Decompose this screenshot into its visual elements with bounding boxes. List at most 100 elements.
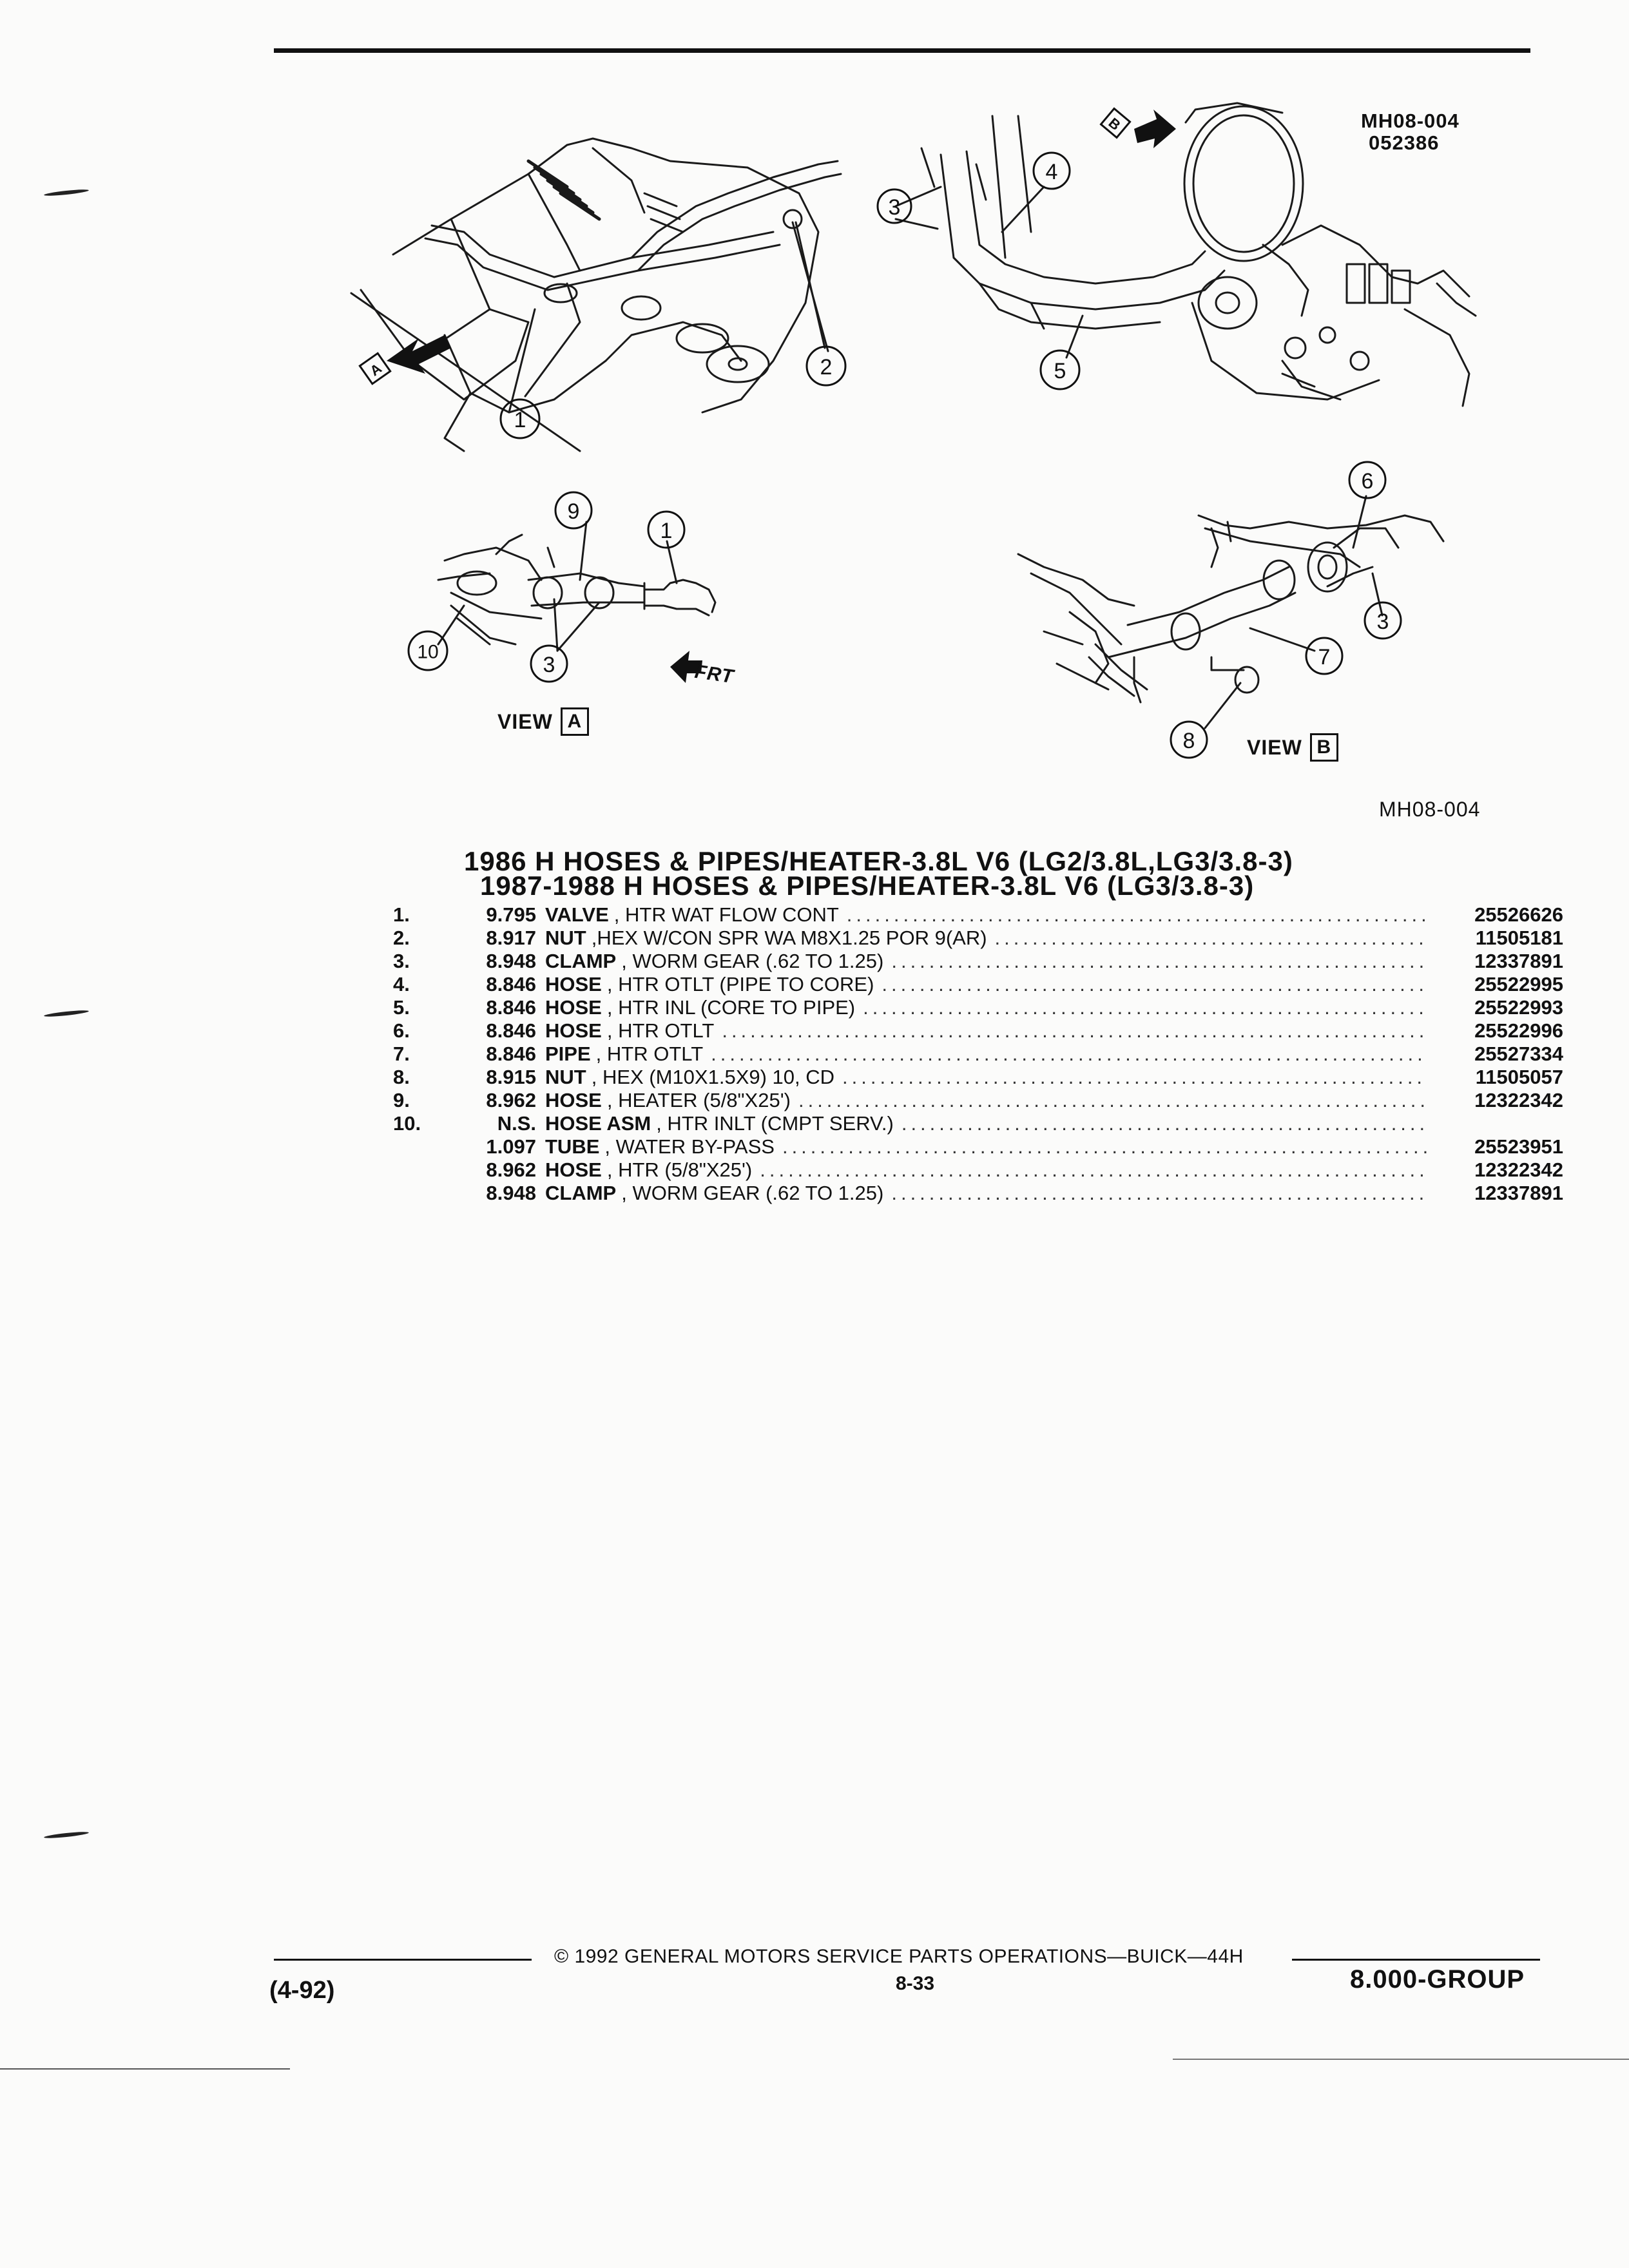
part-description: TUBE, WATER BY-PASS.....................… <box>545 1135 1434 1158</box>
leader-dots: ........................................… <box>891 1182 1427 1204</box>
part-name: HOSE ASM <box>545 1112 651 1135</box>
view-b-box: B <box>1309 733 1338 762</box>
part-detail: , HTR INL (CORE TO PIPE) <box>606 996 856 1019</box>
part-description: CLAMP, WORM GEAR (.62 TO 1.25)..........… <box>545 950 1434 973</box>
callout-10: 10 <box>417 642 438 663</box>
figure-ref-top: MH08-004 <box>1361 110 1460 132</box>
part-detail: , WATER BY-PASS <box>604 1135 775 1158</box>
part-name: TUBE <box>545 1135 600 1158</box>
item-number <box>322 1182 432 1205</box>
part-description: PIPE, HTR OTLT..........................… <box>545 1043 1434 1066</box>
part-description: NUT,HEX W/CON SPR WA M8X1.25 POR 9(AR)..… <box>545 927 1434 950</box>
catalog-group-number: 1.097 <box>486 1135 536 1158</box>
item-number <box>322 1135 432 1158</box>
heater-hose-drawing <box>920 102 1477 407</box>
callout-1: 1 <box>660 519 673 543</box>
part-name: PIPE <box>545 1043 591 1065</box>
callout-9: 9 <box>568 499 580 524</box>
top-rule <box>274 48 1530 53</box>
part-name: HOSE <box>545 1158 602 1181</box>
callout-circle <box>805 345 847 387</box>
part-number: 25527334 <box>1474 1043 1563 1065</box>
table-row: 8.962 HOSE, HTR (5/8"X25')...............… <box>322 1158 1563 1182</box>
part-number: 12322342 <box>1474 1158 1563 1181</box>
callout-3: 3 <box>1377 610 1389 634</box>
part-name: HOSE <box>545 1019 602 1042</box>
scan-edge-line <box>0 2068 290 2070</box>
item-number: 9. <box>393 1089 410 1111</box>
callout-circle <box>1039 349 1081 390</box>
callout-3: 3 <box>543 653 555 677</box>
catalog-title-1987-1988: 1987-1988 H HOSES & PIPES/HEATER-3.8L V6… <box>480 870 1255 901</box>
leader-dots: ........................................… <box>863 996 1427 1019</box>
revision-date: (4-92) <box>269 1977 335 2004</box>
part-detail: ,HEX W/CON SPR WA M8X1.25 POR 9(AR) <box>591 927 987 949</box>
figure-ref-bottom: MH08-004 <box>1379 798 1481 821</box>
footer-rule-left <box>274 1959 532 1961</box>
part-description: NUT, HEX (M10X1.5X9) 10, CD.............… <box>545 1066 1434 1089</box>
part-detail: , HEATER (5/8"X25') <box>606 1089 791 1111</box>
part-detail: , WORM GEAR (.62 TO 1.25) <box>621 1182 884 1204</box>
part-number: 12337891 <box>1474 1182 1563 1204</box>
parts-illustration: 1 2 3 4 5 1 9 10 3 6 3 7 8 A B <box>350 102 1477 759</box>
part-number: 25522996 <box>1474 1019 1563 1042</box>
scan-edge-line <box>1173 2059 1629 2060</box>
part-detail: , HTR OTLT (PIPE TO CORE) <box>606 973 874 995</box>
manifold-drawing <box>350 137 842 452</box>
part-description: CLAMP, WORM GEAR (.62 TO 1.25)..........… <box>545 1182 1434 1205</box>
callout-circle <box>876 188 912 224</box>
view-a-box: A <box>560 707 589 736</box>
part-number: 25522993 <box>1474 996 1563 1019</box>
part-description: HOSE ASM, HTR INLT (CMPT SERV.).........… <box>545 1112 1434 1135</box>
part-name: NUT <box>545 1066 586 1088</box>
page-number: 8-33 <box>896 1973 935 1994</box>
item-number: 7. <box>393 1043 410 1065</box>
catalog-group-number: 8.962 <box>486 1089 536 1111</box>
leader-dots: ........................................… <box>842 1066 1427 1088</box>
part-name: HOSE <box>545 996 602 1019</box>
callout-circle <box>554 491 593 530</box>
catalog-group-number: 8.846 <box>486 973 536 995</box>
view-a-label: VIEW A <box>497 707 589 736</box>
leader-dots: ........................................… <box>760 1158 1427 1181</box>
callout-circle <box>1364 601 1402 640</box>
leader-dots: ........................................… <box>901 1112 1427 1135</box>
callout-circle <box>1348 461 1387 499</box>
item-number <box>322 1158 432 1182</box>
table-row: 8.948 CLAMP, WORM GEAR (.62 TO 1.25).....… <box>322 1182 1563 1205</box>
table-row: 1.097 TUBE, WATER BY-PASS................… <box>322 1135 1563 1158</box>
part-detail: , WORM GEAR (.62 TO 1.25) <box>621 950 884 972</box>
table-row: 10.N.S.HOSE ASM, HTR INLT (CMPT SERV.)..… <box>322 1112 1563 1135</box>
part-detail: , HTR (5/8"X25') <box>606 1158 753 1181</box>
callout-circle <box>407 630 448 671</box>
part-number: 25526626 <box>1474 903 1563 926</box>
punch-mark <box>43 1009 90 1018</box>
frt-arrow <box>670 651 702 683</box>
part-description: HOSE, HTR OTLT (PIPE TO CORE)...........… <box>545 973 1434 996</box>
catalog-group-number: 8.948 <box>486 1182 536 1204</box>
view-a-drawing <box>437 533 717 646</box>
footer-rule-right <box>1292 1959 1540 1961</box>
catalog-group-number: 8.962 <box>486 1158 536 1181</box>
part-number: 11505057 <box>1475 1066 1563 1088</box>
catalog-group-number: 8.846 <box>486 1019 536 1042</box>
item-number: 4. <box>393 973 410 995</box>
leader-dots: ........................................… <box>782 1135 1427 1158</box>
leader-dots: ........................................… <box>882 973 1427 995</box>
part-detail: , HTR WAT FLOW CONT <box>613 903 839 926</box>
callout-1: 1 <box>514 408 526 432</box>
part-description: HOSE, HTR (5/8"X25')....................… <box>545 1158 1434 1182</box>
leader-dots: ........................................… <box>994 927 1427 949</box>
callout-4: 4 <box>1046 160 1058 184</box>
catalog-title-1986: 1986 H HOSES & PIPES/HEATER-3.8L V6 (LG2… <box>464 846 1293 876</box>
part-name: CLAMP <box>545 950 617 972</box>
catalog-group-number: 8.948 <box>486 950 536 972</box>
part-description: HOSE, HEATER (5/8"X25').................… <box>545 1089 1434 1112</box>
part-detail: , HEX (M10X1.5X9) 10, CD <box>591 1066 835 1088</box>
callout-circle <box>499 398 541 439</box>
part-description: HOSE, HTR OTLT..........................… <box>545 1019 1434 1043</box>
